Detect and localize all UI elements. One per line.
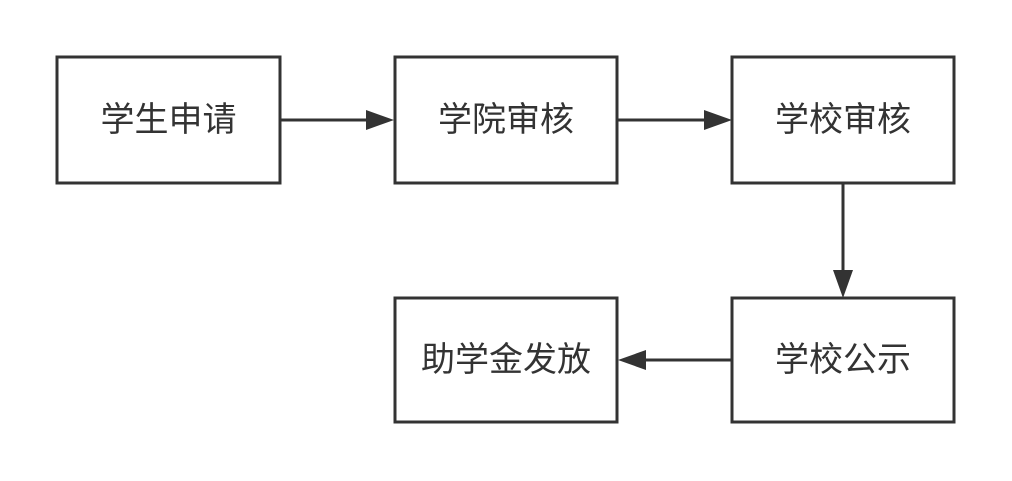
node-student-apply: 学生申请	[55, 55, 282, 185]
arrowhead-icon	[366, 110, 394, 130]
arrowhead-icon	[704, 110, 732, 130]
node-school-publicity: 学校公示	[730, 296, 956, 424]
arrowhead-icon	[833, 270, 853, 298]
node-label: 学校审核	[775, 100, 911, 140]
node-college-review: 学院审核	[393, 55, 619, 185]
edge-school-publicity-to-grant-issue	[618, 350, 732, 370]
node-label: 助学金发放	[421, 340, 591, 380]
arrowhead-icon	[618, 350, 646, 370]
edge-school-review-to-school-publicity	[833, 183, 853, 298]
node-label: 学生申请	[101, 100, 237, 140]
node-label: 学校公示	[775, 340, 911, 380]
edge-college-review-to-school-review	[617, 110, 732, 130]
node-grant-issue: 助学金发放	[393, 296, 619, 424]
node-school-review: 学校审核	[730, 55, 956, 185]
edge-student-apply-to-college-review	[281, 110, 394, 130]
node-label: 学院审核	[438, 100, 574, 140]
